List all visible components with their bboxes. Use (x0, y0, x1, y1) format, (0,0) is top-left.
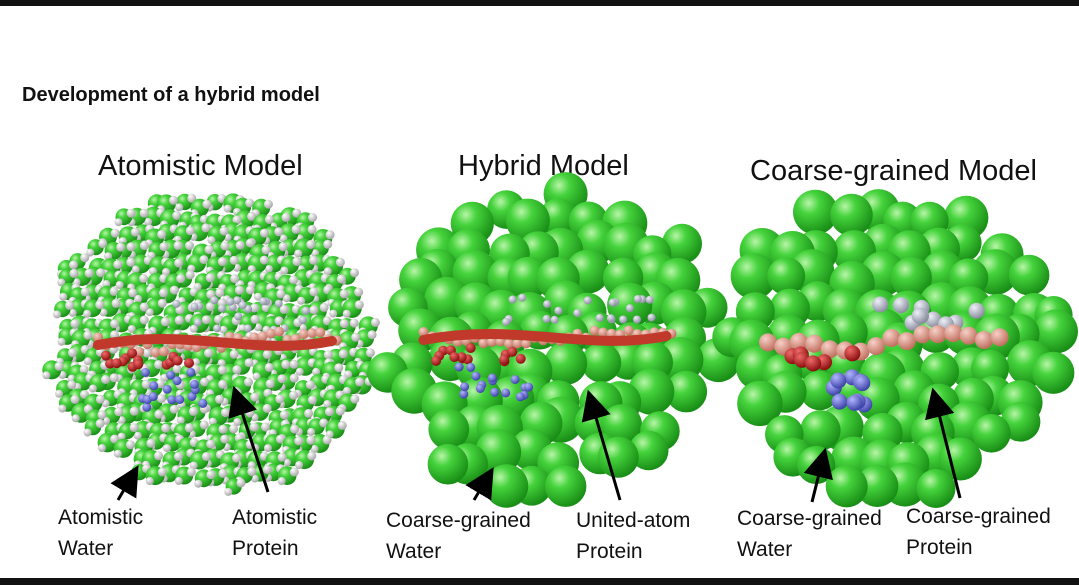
atomistic-water-arrow (110, 465, 139, 501)
cg-protein-arrow (925, 387, 962, 499)
atomistic-model-image (42, 193, 380, 496)
atomistic-model-title: Atomistic Model (98, 150, 303, 182)
top-border (0, 0, 1079, 6)
cg-water-arrow (803, 447, 833, 503)
hybrid-model-image (367, 172, 741, 508)
hybrid-model-title: Hybrid Model (458, 150, 629, 182)
coarse-grained-model-image (712, 189, 1078, 508)
atomistic-protein-arrow (228, 385, 270, 493)
figure-heading: Development of a hybrid model (22, 84, 320, 106)
hybrid-water-arrow (465, 467, 494, 501)
coarse-grained-model-title: Coarse-grained Model (750, 155, 1037, 187)
hybrid-protein-arrow (581, 389, 622, 501)
bottom-border (0, 578, 1079, 585)
